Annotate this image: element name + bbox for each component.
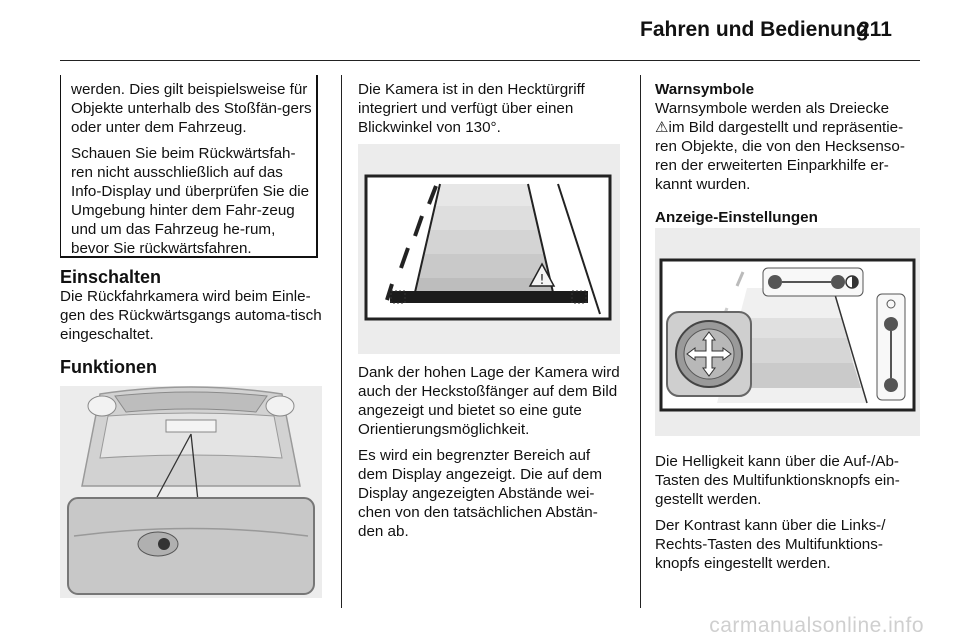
bumper-text: Dank der hohen Lage der Kamera wird auch… [358,364,620,438]
svg-text:!: ! [539,273,544,288]
settings-drawing [655,228,920,436]
column-divider-1 [341,75,342,608]
column-3-top: Warnsymbole Warnsymbole werden als Dreie… [655,80,923,227]
car-rear-drawing [60,386,322,598]
page-header-title: Fahren und Bedienung [640,18,869,41]
column-2-intro: Die Kamera ist in den Hecktürgriff integ… [358,80,620,144]
warning-triangle-icon: ⚠ [655,119,669,136]
car-rear-camera-illustration [60,386,322,598]
warn-text-a: Warnsymbole werden als Dreiecke [655,100,890,117]
heading-funktionen: Funktionen [60,357,157,377]
heading-anzeige-einstellungen: Anzeige-Einstellungen [655,209,818,226]
warn-text-b: im Bild dargestellt und repräsentie-ren … [655,119,905,193]
brightness-text: Die Helligkeit kann über die Auf-/Ab-Tas… [655,453,900,508]
camera-intro-text: Die Kamera ist in den Hecktürgriff integ… [358,81,585,136]
note-paragraph-1: werden. Dies gilt beispielsweise für Obj… [71,81,312,136]
guideline-drawing: ! [358,144,620,354]
distance-text: Es wird ein begrenzter Bereich auf dem D… [358,447,602,540]
column-divider-2 [640,75,641,608]
column-1-body: Einschalten Die Rückfahrkamera wird beim… [60,268,325,377]
heading-einschalten: Einschalten [60,267,162,287]
einschalten-text: Die Rückfahrkamera wird beim Einle-gen d… [60,288,322,343]
camera-display-guidelines-illustration: ! [358,144,620,354]
column-2-body: Dank der hohen Lage der Kamera wird auch… [358,363,623,548]
heading-warnsymbole: Warnsymbole [655,81,755,98]
page-number: 211 [858,18,892,41]
column-3-body: Die Helligkeit kann über die Auf-/Ab-Tas… [655,452,923,580]
display-settings-illustration [655,228,920,436]
header-rule [60,60,920,61]
caution-note-box: werden. Dies gilt beispielsweise für Obj… [60,75,318,258]
contrast-text: Der Kontrast kann über die Links-/ Recht… [655,517,886,572]
watermark: carmanualsonline.info [709,614,924,637]
note-paragraph-2: Schauen Sie beim Rückwärtsfah-ren nicht … [71,145,310,257]
